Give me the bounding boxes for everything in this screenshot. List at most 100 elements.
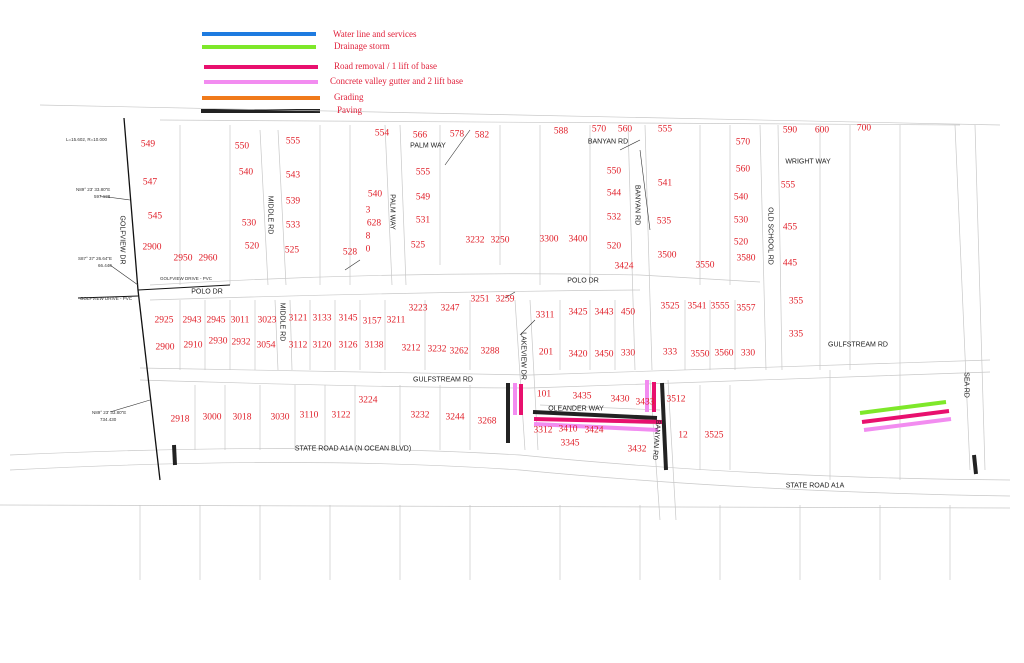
lot-number: 3555 — [710, 301, 730, 312]
lot-number: 540 — [238, 167, 254, 178]
lot-number: 555 — [657, 124, 673, 135]
lot-number: 3138 — [364, 340, 384, 351]
lot-number: 3 — [365, 205, 371, 216]
lot-number: 3250 — [490, 235, 510, 246]
lot-number: 3112 — [288, 340, 308, 351]
lot-number: 3400 — [568, 234, 588, 245]
lot-number: 3018 — [232, 412, 252, 423]
lot-number: 532 — [606, 212, 622, 223]
lot-number: 3580 — [736, 253, 756, 264]
lot-number: 2925 — [154, 315, 174, 326]
lot-number: 335 — [788, 329, 804, 340]
lot-number: 3121 — [288, 313, 308, 324]
water-main-golfview — [77, 117, 231, 481]
lot-number: 3126 — [338, 340, 358, 351]
lot-number: 3430 — [610, 394, 630, 405]
lot-number: 545 — [147, 211, 163, 222]
lot-number: 3557 — [736, 303, 756, 314]
lot-number: 355 — [788, 296, 804, 307]
lot-number: 550 — [606, 166, 622, 177]
lot-number: 3212 — [401, 343, 421, 354]
survey-note: 734.430 — [100, 417, 117, 422]
lot-number: 450 — [620, 307, 636, 318]
lot-number: 528 — [342, 247, 358, 258]
street-label: OLEANDER WAY — [548, 405, 604, 413]
street-label: POLO DR — [191, 288, 223, 296]
lot-number: 3541 — [687, 301, 707, 312]
lot-number: 3251 — [470, 294, 490, 305]
lot-number: 3224 — [358, 395, 378, 406]
lot-number: 3512 — [666, 394, 686, 405]
street-label: STATE ROAD A1A (N OCEAN BLVD) — [294, 445, 412, 453]
legend-label-paving: Paving — [337, 105, 363, 115]
lot-number: 530 — [733, 215, 749, 226]
lot-number: 3030 — [270, 412, 290, 423]
lot-number: 3420 — [568, 349, 588, 360]
survey-note: N89° 23' 33.80"E — [92, 410, 127, 415]
lot-number: 544 — [606, 188, 622, 199]
lot-number: 520 — [244, 241, 260, 252]
lot-number: 3424 — [614, 261, 634, 272]
lot-number: 525 — [284, 245, 300, 256]
lot-number: 3023 — [257, 315, 277, 326]
street-label: POLO DR — [567, 277, 599, 285]
lot-number: 3311 — [535, 310, 555, 321]
lot-number: 540 — [733, 192, 749, 203]
paving-line-oleander — [532, 410, 658, 420]
lot-number: 3054 — [256, 340, 276, 351]
street-label: GOLFVIEW DR — [118, 215, 126, 265]
lot-number: 3410 — [558, 424, 578, 435]
lot-number: 2932 — [231, 337, 251, 348]
lot-number: 2943 — [182, 315, 202, 326]
lot-number: 2930 — [208, 336, 228, 347]
lot-number: 3525 — [704, 430, 724, 441]
drainage-line-east — [859, 400, 947, 415]
lot-number: 3157 — [362, 316, 382, 327]
lot-number: 3450 — [594, 349, 614, 360]
street-label: MIDDLE RD — [266, 195, 274, 235]
lot-number: 533 — [285, 220, 301, 231]
lot-number: 3244 — [445, 412, 465, 423]
lot-number: 3232 — [427, 344, 447, 355]
lot-number: 3425 — [568, 307, 588, 318]
lot-number: 3211 — [386, 315, 406, 326]
lot-number: 590 — [782, 125, 798, 136]
valley-gutter-line-oleander — [533, 422, 659, 432]
lot-number: 550 — [234, 141, 250, 152]
lot-number: 549 — [415, 192, 431, 203]
legend-label-water: Water line and services — [333, 29, 417, 39]
survey-note: L=15.602, R=10.000 — [66, 137, 108, 142]
legend-label-valley-gutter: Concrete valley gutter and 2 lift base — [330, 76, 463, 86]
survey-note: S87° 37' 26.64"E — [78, 256, 113, 261]
lot-number: 2910 — [183, 340, 203, 351]
lot-number: 582 — [474, 130, 490, 141]
lot-number: 12 — [678, 430, 688, 441]
lot-number: 3232 — [465, 235, 485, 246]
lot-number: 588 — [553, 126, 569, 137]
lot-number: 3433 — [635, 397, 655, 408]
legend-label-drainage: Drainage storm — [334, 41, 390, 51]
street-label: PALM WAY — [388, 194, 396, 230]
survey-note: 597.128 — [94, 194, 111, 199]
lot-number: 333 — [662, 347, 678, 358]
lot-number: 3145 — [338, 313, 358, 324]
lot-number: 3435 — [572, 391, 592, 402]
callout-leaders — [99, 129, 651, 413]
lot-number: 531 — [415, 215, 431, 226]
lot-number: 3000 — [202, 412, 222, 423]
lot-number: 543 — [285, 170, 301, 181]
lot-number: 554 — [374, 128, 390, 139]
lot-number: 2960 — [198, 253, 218, 264]
street-label: STATE ROAD A1A — [785, 482, 845, 490]
street-label: MIDDLE RD — [278, 302, 286, 342]
parcel-linework — [0, 104, 1011, 580]
lot-number: 3443 — [594, 307, 614, 318]
lot-number: 3345 — [560, 438, 580, 449]
lot-number: 3120 — [312, 340, 332, 351]
lot-number: 3262 — [449, 346, 469, 357]
lot-number: 3011 — [230, 315, 250, 326]
street-label: PALM WAY — [410, 142, 446, 150]
lot-number: 101 — [536, 389, 552, 400]
lot-number: 3432 — [627, 444, 647, 455]
